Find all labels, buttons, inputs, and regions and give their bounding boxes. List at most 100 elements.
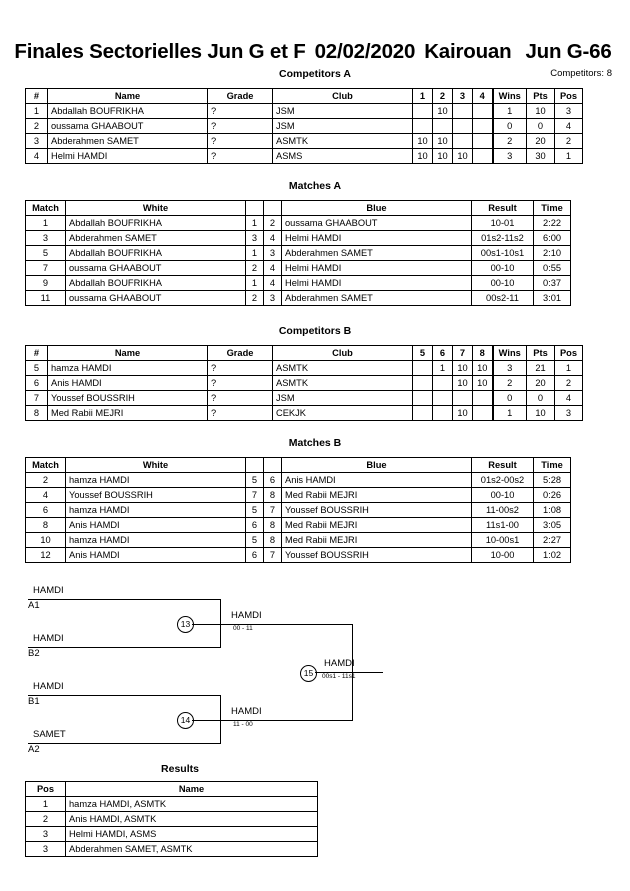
cell-blue: Med Rabii MEJRI <box>281 487 472 503</box>
col-blue-seed <box>263 457 282 473</box>
cell-num: 2 <box>25 118 48 134</box>
cell-white: Abdallah BOUFRIKHA <box>65 215 246 231</box>
cell-score-3 <box>452 390 473 406</box>
cell-score-2: 1 <box>432 360 453 376</box>
cell-blue: oussama GHAABOUT <box>281 215 472 231</box>
cell-result: 01s2-11s2 <box>471 230 534 246</box>
bracket-semifinal-winner-13: HAMDI <box>231 610 262 621</box>
cell-white-seed: 2 <box>245 290 264 306</box>
cell-white-seed: 1 <box>245 215 264 231</box>
cell-white: Abderahmen SAMET <box>65 230 246 246</box>
cell-white: hamza HAMDI <box>65 532 246 548</box>
cell-name: Helmi HAMDI <box>47 148 208 164</box>
cell-pos: 4 <box>554 390 583 406</box>
cell-blue: Anis HAMDI <box>281 472 472 488</box>
cell-blue-seed: 8 <box>263 487 282 503</box>
cell-name: Anis HAMDI, ASMTK <box>65 811 318 827</box>
cell-club: ASMTK <box>272 360 413 376</box>
cell-name: hamza HAMDI, ASMTK <box>65 796 318 812</box>
table-header-row: Pos Name <box>25 781 318 797</box>
bracket-line-final <box>315 672 383 673</box>
bracket-join-14 <box>220 695 221 744</box>
cell-blue: Youssef BOUSSRIH <box>281 502 472 518</box>
cell-pos: 1 <box>25 796 66 812</box>
bracket-final-winner: HAMDI <box>324 658 355 669</box>
cell-grade: ? <box>207 405 273 421</box>
cell-pts: 20 <box>526 375 555 391</box>
cell-time: 6:00 <box>533 230 571 246</box>
cell-result: 00-10 <box>471 260 534 276</box>
cell-blue-seed: 8 <box>263 517 282 533</box>
cell-white: oussama GHAABOUT <box>65 260 246 276</box>
col-pos: Pos <box>554 345 583 361</box>
cell-result: 10-01 <box>471 215 534 231</box>
cell-pts: 10 <box>526 405 555 421</box>
bracket-line-entry-2 <box>28 647 220 648</box>
cell-club: ASMTK <box>272 375 413 391</box>
col-name: Name <box>47 88 208 104</box>
cell-time: 2:27 <box>533 532 571 548</box>
col-name: Name <box>65 781 318 797</box>
bracket-semifinal-score-14: 11 - 00 <box>233 721 253 728</box>
cell-score-4: 10 <box>472 375 493 391</box>
section-heading-competitors-a: Competitors A <box>279 68 351 80</box>
cell-score-3: 10 <box>452 360 473 376</box>
col-s7: 7 <box>452 345 473 361</box>
cell-time: 1:08 <box>533 502 571 518</box>
cell-white-seed: 6 <box>245 517 264 533</box>
cell-score-2: 10 <box>432 103 453 119</box>
col-s2: 2 <box>432 88 453 104</box>
cell-score-1 <box>412 390 433 406</box>
table-header-row: # Name Grade Club 1 2 3 4 Wins Pts Pos <box>25 88 583 104</box>
col-result: Result <box>471 457 534 473</box>
cell-score-4 <box>472 118 493 134</box>
cell-score-3: 10 <box>452 148 473 164</box>
col-s4: 4 <box>472 88 493 104</box>
cell-blue: Abderahmen SAMET <box>281 245 472 261</box>
cell-score-2: 10 <box>432 148 453 164</box>
cell-grade: ? <box>207 118 273 134</box>
cell-blue-seed: 4 <box>263 260 282 276</box>
cell-time: 5:28 <box>533 472 571 488</box>
cell-score-1 <box>412 118 433 134</box>
cell-grade: ? <box>207 103 273 119</box>
col-s8: 8 <box>472 345 493 361</box>
cell-pos: 3 <box>25 841 66 857</box>
cell-score-4 <box>472 148 493 164</box>
table-header-row: # Name Grade Club 5 6 7 8 Wins Pts Pos <box>25 345 583 361</box>
cell-num: 5 <box>25 360 48 376</box>
cell-white-seed: 5 <box>245 472 264 488</box>
bracket-entry-name-1: HAMDI <box>33 585 64 596</box>
cell-match: 4 <box>25 487 66 503</box>
bracket-line-semifinal-13 <box>192 624 352 625</box>
cell-pos: 3 <box>554 405 583 421</box>
cell-score-2 <box>432 405 453 421</box>
bracket-line-semifinal-14 <box>192 720 352 721</box>
cell-club: JSM <box>272 390 413 406</box>
cell-wins: 0 <box>491 390 527 406</box>
cell-blue: Med Rabii MEJRI <box>281 517 472 533</box>
cell-time: 2:22 <box>533 215 571 231</box>
competitors-b-table: # Name Grade Club 5 6 7 8 Wins Pts Pos 5… <box>25 345 583 421</box>
cell-wins: 3 <box>491 148 527 164</box>
bracket-entry-seed-3: B1 <box>28 696 40 707</box>
title-date: 02/02/2020 <box>314 40 416 63</box>
cell-white: Youssef BOUSSRIH <box>65 487 246 503</box>
col-grade: Grade <box>207 88 273 104</box>
title-location: Kairouan <box>424 40 512 63</box>
section-heading-matches-b: Matches B <box>288 437 342 449</box>
cell-score-3: 10 <box>452 375 473 391</box>
cell-white-seed: 1 <box>245 245 264 261</box>
bracket-match-node-15[interactable]: 15 <box>300 665 317 682</box>
